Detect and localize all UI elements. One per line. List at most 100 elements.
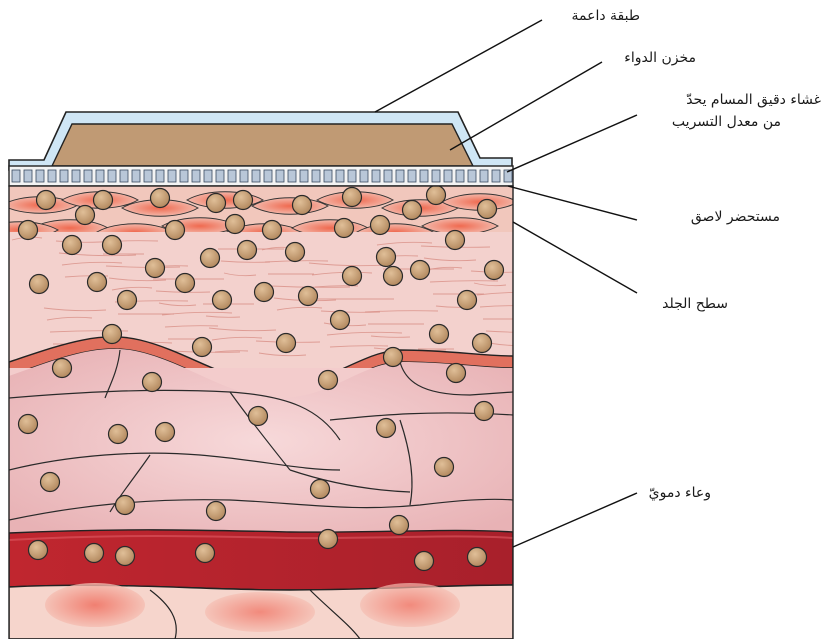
drug-particle <box>478 200 497 219</box>
drug-particle <box>485 261 504 280</box>
membrane-pore <box>492 170 500 182</box>
drug-particle <box>156 423 175 442</box>
drug-particle <box>377 248 396 267</box>
drug-particle <box>116 547 135 566</box>
drug-particle <box>371 216 390 235</box>
drug-particle <box>263 221 282 240</box>
drug-particle <box>435 458 454 477</box>
membrane-pore <box>216 170 224 182</box>
drug-particle <box>226 215 245 234</box>
drug-particle <box>430 325 449 344</box>
drug-particle <box>76 206 95 225</box>
drug-particle <box>319 530 338 549</box>
membrane-pore <box>384 170 392 182</box>
drug-particle <box>475 402 494 421</box>
drug-particle <box>41 473 60 492</box>
drug-particle <box>255 283 274 302</box>
membrane-pore <box>72 170 80 182</box>
drug-particle <box>116 496 135 515</box>
drug-particle <box>468 548 487 567</box>
drug-particle <box>19 221 38 240</box>
drug-particle <box>390 516 409 535</box>
membrane-pore <box>60 170 68 182</box>
blood-vessel <box>9 530 513 590</box>
membrane-pore <box>468 170 476 182</box>
membrane-pore <box>276 170 284 182</box>
drug-particle <box>176 274 195 293</box>
membrane-pore <box>396 170 404 182</box>
drug-particle <box>343 188 362 207</box>
membrane-pore <box>204 170 212 182</box>
membrane-pore <box>348 170 356 182</box>
drug-reservoir <box>52 124 473 166</box>
drug-particle <box>277 334 296 353</box>
membrane-pore <box>456 170 464 182</box>
drug-particle <box>411 261 430 280</box>
drug-particle <box>37 191 56 210</box>
membrane-pore <box>300 170 308 182</box>
membrane-pore <box>120 170 128 182</box>
drug-particle <box>207 502 226 521</box>
drug-particle <box>201 249 220 268</box>
membrane-pore <box>264 170 272 182</box>
drug-particle <box>415 552 434 571</box>
drug-particle <box>293 196 312 215</box>
drug-particle <box>29 541 48 560</box>
drug-particle <box>166 221 185 240</box>
label-backing-layer: طبقة داعمة <box>572 6 640 26</box>
leader-line-reservoir <box>450 62 602 150</box>
label-blood-vessel: وعاء دمويّ <box>649 483 711 503</box>
leader-line-backing <box>375 20 542 112</box>
drug-particle <box>377 419 396 438</box>
label-adhesive: مستحضر لاصق <box>691 207 780 227</box>
label-drug-reservoir: مخزن الدواء <box>624 48 696 68</box>
deep-tissue <box>9 349 513 533</box>
drug-particle <box>447 364 466 383</box>
drug-particle <box>299 287 318 306</box>
drug-particle <box>384 348 403 367</box>
membrane-pore <box>336 170 344 182</box>
drug-particle <box>151 189 170 208</box>
drug-particle <box>458 291 477 310</box>
drug-particle <box>146 259 165 278</box>
label-membrane-line1: غشاء دقيق المسام يحدّ <box>686 90 821 110</box>
drug-particle <box>63 236 82 255</box>
membrane-pore <box>84 170 92 182</box>
membrane-pore <box>288 170 296 182</box>
drug-particle <box>94 191 113 210</box>
leader-line-blood-vessel <box>513 493 637 547</box>
drug-particle <box>427 186 446 205</box>
drug-particle <box>343 267 362 286</box>
membrane-pore <box>48 170 56 182</box>
leader-line-adhesive <box>508 186 637 220</box>
drug-particle <box>207 194 226 213</box>
membrane-pore <box>144 170 152 182</box>
drug-particle <box>234 191 253 210</box>
drug-particle <box>143 373 162 392</box>
membrane-pore <box>312 170 320 182</box>
label-skin-surface: سطح الجلد <box>662 294 728 314</box>
drug-particle <box>384 267 403 286</box>
drug-particle <box>249 407 268 426</box>
membrane-pore <box>324 170 332 182</box>
membrane-pore <box>360 170 368 182</box>
drug-particle <box>403 201 422 220</box>
leader-line-skin-surface <box>513 222 637 293</box>
membrane-pore <box>156 170 164 182</box>
drug-particle <box>331 311 350 330</box>
membrane-pore <box>24 170 32 182</box>
membrane-pore <box>132 170 140 182</box>
drug-particle <box>238 241 257 260</box>
drug-particle <box>319 371 338 390</box>
drug-particle <box>335 219 354 238</box>
drug-particle <box>19 415 38 434</box>
leader-line-membrane <box>507 115 637 172</box>
drug-particle <box>109 425 128 444</box>
membrane-pore <box>444 170 452 182</box>
membrane-pore <box>180 170 188 182</box>
membrane-pore <box>12 170 20 182</box>
membrane-pore <box>36 170 44 182</box>
membrane-pore <box>108 170 116 182</box>
drug-particle <box>213 291 232 310</box>
drug-particle <box>53 359 72 378</box>
